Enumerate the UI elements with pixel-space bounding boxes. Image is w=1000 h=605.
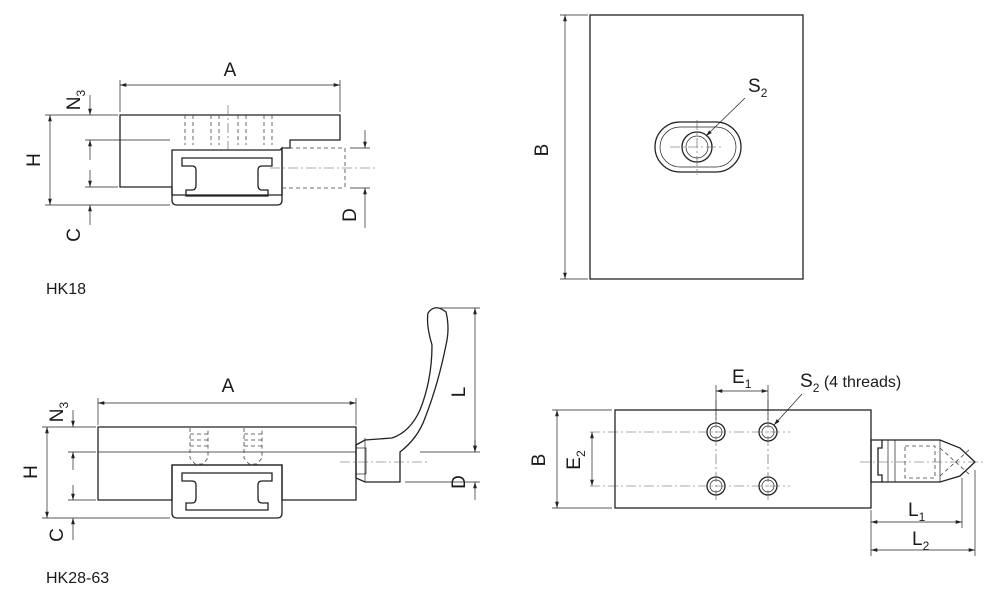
hk28-top-label-s2: S2 (4 threads) [800,371,901,395]
hk28-side-view [42,307,480,540]
hk18-top-label-s2: S2 [748,76,768,100]
hk28-label-h: H [21,465,42,479]
hk18-top-label-b: B [532,144,553,157]
hk18-side-view [45,80,375,228]
hk18-label-h: H [24,153,45,167]
hk18-label-n3: N3 [64,89,88,110]
svg-text:N3: N3 [64,89,88,110]
hk28-label-d: D [449,475,470,489]
hk28-caption: HK28-63 [46,570,109,587]
hk28-top-label-l1: L1 [908,500,926,524]
hk18-top-view [560,14,804,280]
hk18-label-d: D [340,208,361,222]
svg-text:N3: N3 [47,401,71,422]
svg-text:E2: E2 [564,450,588,470]
hk28-label-a: A [222,376,235,397]
hk18-label-c: C [64,228,85,242]
hk28-label-l: L [449,387,470,398]
hk28-top-label-e2: E2 [564,450,588,470]
hk28-label-n3: N3 [47,401,71,422]
hk18-caption: HK18 [46,281,86,298]
hk28-top-label-e1: E1 [732,367,752,391]
hk28-top-view [552,385,985,556]
hk28-top-label-b: B [529,454,550,467]
hk28-label-c: C [47,528,68,542]
hk28-top-label-l2: L2 [912,529,930,553]
hk18-label-a: A [224,60,237,81]
